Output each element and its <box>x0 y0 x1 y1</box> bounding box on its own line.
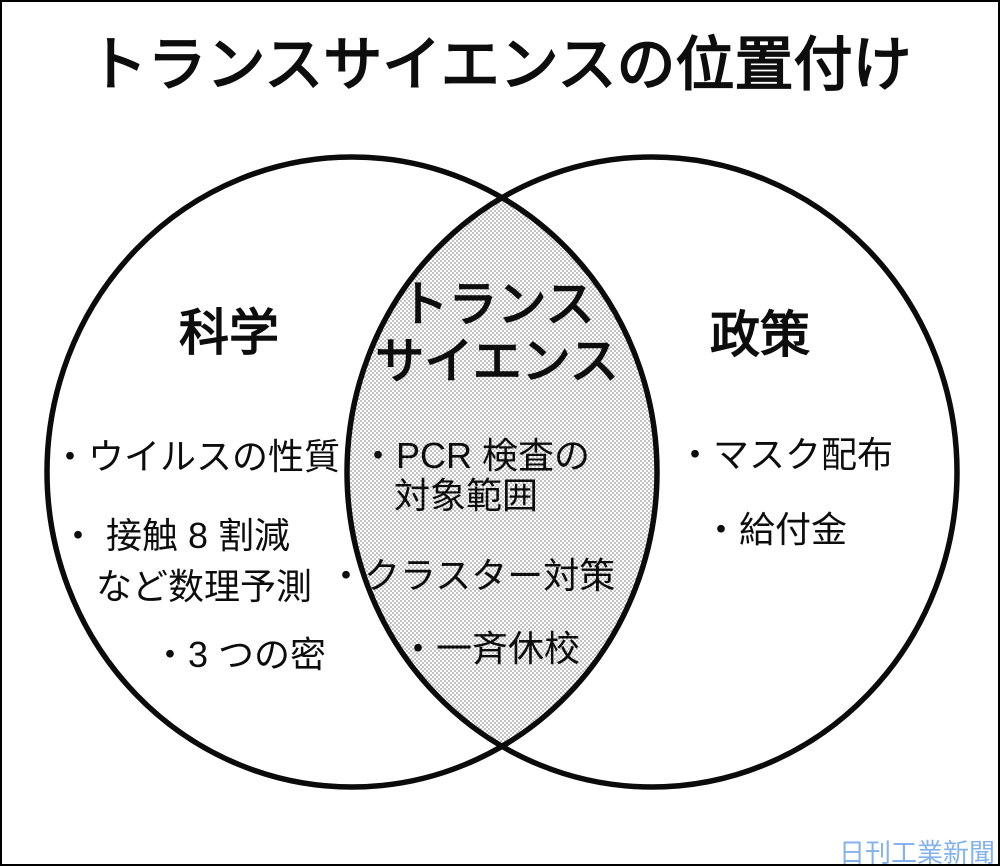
center-item-pcr-line2: 対象範囲 <box>394 475 539 516</box>
left-item-contact-reduction-line1: ・ 接触 8 割減 <box>60 515 291 556</box>
center-item-cluster: ・クラスター対策 <box>328 555 616 596</box>
center-label-line2: サイエンス <box>375 335 619 389</box>
right-circle <box>344 154 960 790</box>
intersection-region <box>347 198 657 746</box>
left-circle <box>44 154 660 790</box>
right-item-benefit: ・給付金 <box>703 509 848 550</box>
left-circle-label: 科学 <box>179 305 279 361</box>
diagram-title: トランスサイエンスの位置付け <box>88 32 912 98</box>
center-item-pcr-line1: ・PCR 検査の <box>360 435 591 476</box>
left-item-three-cs: ・3 つの密 <box>152 634 327 675</box>
center-label-line1: トランス <box>399 278 595 332</box>
left-item-virus: ・ウイルスの性質 <box>52 436 341 477</box>
left-item-contact-reduction-line2: など数理予測 <box>96 566 313 607</box>
right-circle-label: 政策 <box>710 307 810 363</box>
right-item-mask: ・マスク配布 <box>677 434 894 475</box>
center-item-school-closure: ・一斉休校 <box>400 628 581 669</box>
publisher-watermark: 日刊工業新聞 <box>838 838 995 866</box>
